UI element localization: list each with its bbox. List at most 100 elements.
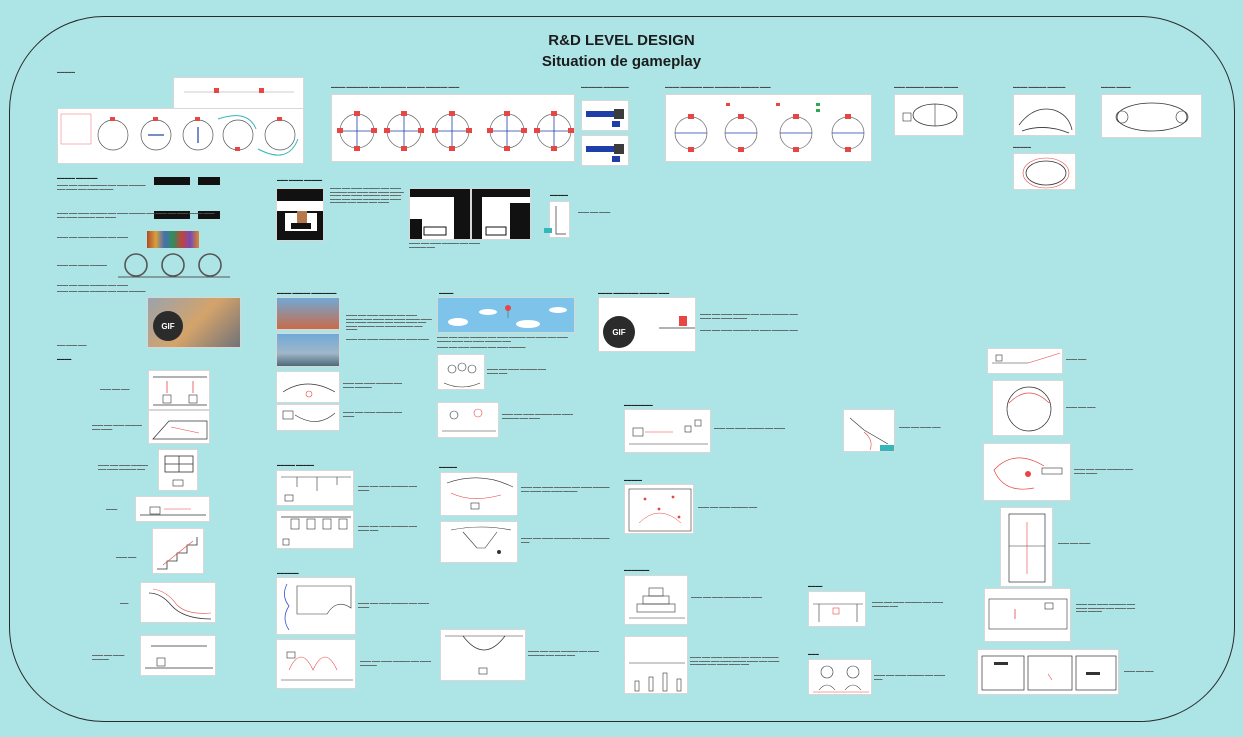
sketch-card-cannon-1[interactable] bbox=[581, 100, 629, 131]
note-text: ▬▬▬▬ ▬▬▬ ▬▬▬▬ bbox=[578, 211, 611, 214]
sketch-card-balloons[interactable] bbox=[437, 354, 485, 390]
sketch-card-grid[interactable] bbox=[158, 449, 198, 491]
sketch-card-room-dots[interactable] bbox=[624, 484, 694, 534]
note-text: ▬▬▬▬ ▬▬▬ ▬▬▬ bbox=[100, 388, 130, 391]
note-text: ▬▬▬▬ bbox=[106, 508, 118, 511]
sketch-card-return[interactable] bbox=[983, 443, 1071, 501]
ramp-sketch bbox=[152, 420, 208, 440]
curve-sketch bbox=[1018, 108, 1073, 134]
sketch-card-vertical[interactable] bbox=[549, 201, 570, 238]
pixel-level-image-2[interactable] bbox=[409, 188, 471, 240]
note-text: ▬▬▬▬ ▬▬▬ ▬▬▬▬ ▬▬▬▬▬▬ ▬▬▬ ▬▬▬▬ ▬▬▬▬▬▬ bbox=[437, 346, 526, 349]
sketch-card-rail[interactable] bbox=[987, 348, 1063, 374]
sketch-card-corridor[interactable] bbox=[984, 588, 1071, 642]
sketch-card-room-2[interactable] bbox=[1101, 94, 1202, 138]
section-note: ▬▬▬▬ ▬▬▬▬▬ ▬▬▬▬▬ bbox=[1013, 85, 1066, 89]
sketch-card-bowl[interactable] bbox=[440, 629, 526, 681]
pistons-sketch bbox=[281, 516, 351, 546]
section-heading: ▬▬▬▬ bbox=[57, 357, 72, 361]
board-subtitle: Situation de gameplay bbox=[541, 53, 702, 70]
section-heading: ▬▬▬▬ ▬▬▬▬▬▬▬ ▬▬▬▬▬ ▬▬▬ bbox=[598, 291, 670, 295]
note-text: ▬▬▬▬ ▬▬▬ ▬▬▬▬ ▬▬▬▬▬▬ ▬▬▬ ▬▬▬▬ bbox=[343, 411, 403, 418]
note-text: ▬▬▬▬ ▬▬▬ ▬▬▬▬ ▬▬▬▬▬▬ ▬▬▬ ▬▬▬▬ ▬▬▬ bbox=[874, 674, 946, 681]
grid-sketch bbox=[164, 455, 194, 487]
note-text: ▬▬▬▬ ▬▬▬ ▬▬▬▬ ▬▬▬▬▬▬ ▬▬▬ ▬▬▬▬ ▬▬▬▬ bbox=[358, 602, 430, 609]
sketch-card-shooter[interactable] bbox=[624, 409, 711, 453]
section-heading: ▬▬▬▬▬ bbox=[624, 478, 642, 482]
sketch-card-swing[interactable] bbox=[276, 371, 340, 403]
sketch-card-hooks[interactable] bbox=[276, 470, 354, 506]
sketch-card-platform[interactable] bbox=[135, 496, 210, 522]
sketch-card-stairs[interactable] bbox=[152, 528, 204, 574]
note-text: ▬▬▬▬ ▬▬▬ ▬▬▬▬ ▬▬▬▬▬▬ ▬▬▬ ▬▬▬▬ bbox=[57, 236, 129, 239]
photo-mountain-2[interactable] bbox=[276, 333, 340, 367]
note-text: ▬▬▬ ▬▬▬▬ ▬▬▬ bbox=[57, 344, 87, 347]
sketch-card-pistons[interactable] bbox=[276, 510, 354, 549]
sketch-card-jumps[interactable] bbox=[276, 639, 356, 689]
sketch-card-drop[interactable] bbox=[140, 635, 216, 676]
sketch-card-characters[interactable] bbox=[808, 659, 872, 695]
stack-sketch bbox=[629, 587, 685, 619]
sketch-card-cannon-2[interactable] bbox=[581, 135, 629, 166]
section-note: ▬▬▬▬ ▬▬▬▬ bbox=[1101, 85, 1131, 89]
wind-sketch bbox=[284, 583, 352, 631]
sketch-card-ferris-wheels-3[interactable] bbox=[665, 94, 872, 162]
note-text: ▬▬▬▬ ▬▬▬ ▬▬▬▬ ▬▬▬▬▬▬ ▬▬▬ ▬▬▬▬ ▬▬▬▬▬▬ ▬▬▬ bbox=[98, 464, 148, 471]
sketch-card-rope[interactable] bbox=[276, 404, 340, 431]
sketch-card-balloon-pop[interactable] bbox=[437, 402, 499, 438]
sketch-card-curve[interactable] bbox=[1013, 94, 1076, 136]
sketch-card-ferris-wheels-2[interactable] bbox=[331, 94, 575, 162]
section-heading: ▬▬▬▬▬ ▬▬▬▬▬ bbox=[277, 463, 314, 467]
funnel-sketch bbox=[450, 526, 512, 554]
sketch-card-bridge[interactable] bbox=[808, 591, 866, 627]
sketch-card-room-1[interactable] bbox=[894, 94, 964, 136]
note-text: ▬▬▬▬ ▬▬▬ ▬▬▬▬ ▬▬▬▬▬▬ ▬▬▬ ▬▬▬▬ ▬▬▬▬▬▬ ▬▬▬… bbox=[437, 336, 568, 343]
sketch-card-tower[interactable] bbox=[1000, 507, 1053, 587]
note-text: ▬▬▬▬ ▬▬▬ ▬▬▬▬ ▬▬▬▬▬▬ ▬▬▬ ▬▬▬▬ ▬▬▬▬▬▬ ▬▬▬… bbox=[521, 486, 610, 493]
section-heading: ▬▬▬ ▬▬▬▬ ▬▬▬▬▬ bbox=[277, 178, 323, 182]
note-text: ▬▬▬▬ ▬▬▬ ▬▬▬▬ ▬▬▬▬▬▬ ▬▬▬ ▬▬▬▬ ▬▬▬▬▬▬ ▬▬▬ bbox=[521, 537, 610, 544]
pixel-level-sketch bbox=[410, 189, 470, 239]
jumps-sketch bbox=[281, 651, 353, 681]
sky-scene-image[interactable] bbox=[437, 297, 575, 333]
sketch-card-slide[interactable] bbox=[140, 582, 216, 623]
balloon-pop-sketch bbox=[442, 408, 496, 432]
sketch-card-arc[interactable] bbox=[440, 472, 518, 516]
section-heading: ▬▬▬▬▬ ▬▬▬▬▬▬ bbox=[57, 176, 98, 180]
sketch-card-loop[interactable] bbox=[1013, 153, 1076, 190]
pixel-level-image-3[interactable] bbox=[471, 188, 531, 240]
sketch-card-panels[interactable] bbox=[977, 649, 1119, 695]
sketch-card-stack[interactable] bbox=[624, 575, 688, 625]
stairs-sketch bbox=[157, 537, 198, 570]
note-text: ▬▬▬▬ ▬▬▬ ▬▬▬▬ ▬▬▬▬▬▬ ▬▬▬ ▬▬▬▬ ▬▬▬▬▬▬ bbox=[343, 382, 403, 389]
sketch-card-funnel[interactable] bbox=[440, 521, 518, 563]
note-text: ▬▬▬▬ ▬▬▬ ▬▬▬▬ ▬▬▬▬▬▬ ▬▬▬ ▬▬▬▬ ▬▬▬ bbox=[358, 525, 418, 532]
note-text: ▬▬▬▬ ▬▬▬ ▬▬▬▬ ▬▬▬▬▬▬ ▬▬▬ ▬▬▬▬ ▬▬▬▬▬▬ ▬▬▬ bbox=[409, 242, 481, 249]
sketch-card-pillars[interactable] bbox=[624, 636, 688, 694]
gif-thumbnail[interactable]: GIF bbox=[147, 297, 241, 348]
photo-mountain-1[interactable] bbox=[276, 297, 340, 330]
note-text: ▬▬▬▬ ▬▬▬ ▬▬▬▬ ▬▬▬▬▬▬ bbox=[92, 654, 125, 661]
note-text: ▬▬▬▬ ▬▬▬ ▬▬▬▬ ▬▬▬▬▬▬ ▬▬▬ ▬▬▬▬ ▬▬▬▬▬▬ ▬▬▬… bbox=[700, 313, 798, 320]
whiteboard-frame bbox=[9, 16, 1235, 722]
gif-thumbnail-2[interactable]: GIF bbox=[598, 297, 696, 352]
note-text: ▬▬▬▬ ▬▬▬ ▬▬▬▬ bbox=[1058, 542, 1091, 545]
bridge-sketch bbox=[813, 603, 863, 622]
sketch-card-wind[interactable] bbox=[276, 577, 356, 635]
sketch-card-crane[interactable] bbox=[843, 409, 895, 452]
platform-sketch bbox=[140, 506, 206, 516]
section-note: ▬▬▬▬▬▬ ▬▬▬▬▬▬▬ bbox=[581, 85, 629, 89]
arrows-sketch bbox=[153, 376, 207, 406]
sketch-card-ramp[interactable] bbox=[148, 410, 210, 444]
sketch-card-circle-loop[interactable] bbox=[992, 380, 1064, 436]
pixel-level-image[interactable] bbox=[276, 188, 324, 241]
section-heading: ▬▬▬▬▬▬▬ bbox=[624, 568, 650, 572]
note-text: ▬▬▬▬ ▬▬▬ ▬▬▬▬ ▬▬▬▬▬▬ ▬▬▬ ▬▬▬▬ ▬▬▬▬▬▬ bbox=[360, 660, 432, 667]
section-heading: ▬▬▬▬ bbox=[439, 291, 454, 295]
note-text: ▬▬▬▬ ▬▬▬ ▬▬▬▬ ▬▬▬▬▬▬ ▬▬▬ ▬▬▬▬ bbox=[714, 427, 786, 430]
note-text: ▬▬▬▬ ▬▬▬ ▬▬▬▬ ▬▬▬▬▬▬ ▬▬▬ ▬▬▬▬ ▬▬▬▬▬▬ ▬▬▬… bbox=[346, 314, 432, 332]
sketch-card-ferris-wheels-1[interactable] bbox=[57, 108, 304, 164]
sketch-card-arrows[interactable] bbox=[148, 370, 210, 410]
board-title: R&D LEVEL DESIGN bbox=[548, 32, 695, 49]
note-text: ▬▬▬▬ ▬▬▬ bbox=[116, 556, 137, 559]
